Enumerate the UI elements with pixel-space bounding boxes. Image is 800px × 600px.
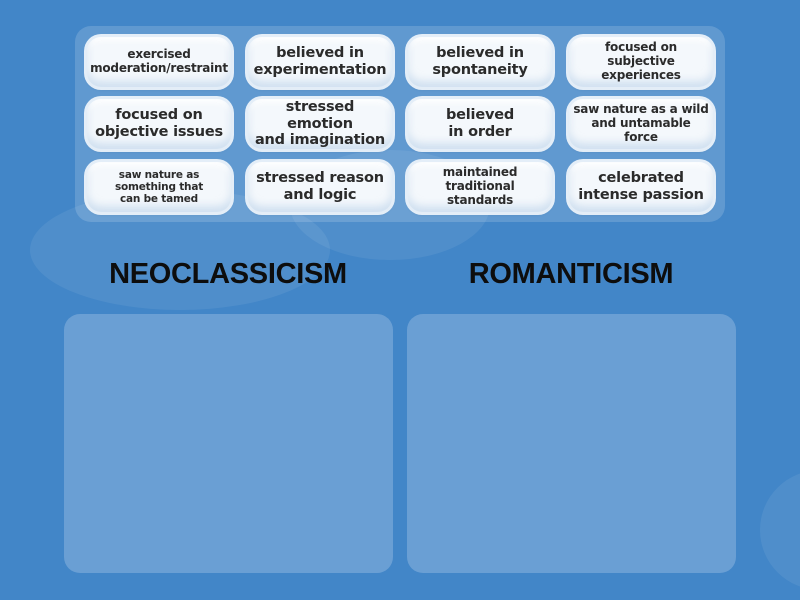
draggable-card[interactable]: maintained traditional standards bbox=[408, 162, 552, 212]
group-heading-neoclassicism: NEOCLASSICISM bbox=[109, 258, 347, 290]
draggable-card[interactable]: stressed emotion and imagination bbox=[248, 99, 392, 149]
draggable-card[interactable]: celebrated intense passion bbox=[569, 162, 713, 212]
draggable-card[interactable]: focused on objective issues bbox=[87, 99, 231, 149]
dropzone-neoclassicism[interactable] bbox=[64, 314, 393, 573]
group-heading-romanticism: ROMANTICISM bbox=[468, 258, 674, 290]
draggable-card[interactable]: exercised moderation/restraint bbox=[87, 37, 231, 87]
draggable-card[interactable]: believed in spontaneity bbox=[408, 37, 552, 87]
draggable-card[interactable]: saw nature as something that can be tame… bbox=[87, 162, 231, 212]
draggable-card[interactable]: focused on subjective experiences bbox=[569, 37, 713, 87]
draggable-card[interactable]: stressed reason and logic bbox=[248, 162, 392, 212]
draggable-card[interactable]: saw nature as a wild and untamable force bbox=[569, 99, 713, 149]
background-cloud-decoration bbox=[760, 470, 800, 590]
dropzone-romanticism[interactable] bbox=[407, 314, 736, 573]
draggable-card[interactable]: believed in order bbox=[408, 99, 552, 149]
draggable-card[interactable]: believed in experimentation bbox=[248, 37, 392, 87]
